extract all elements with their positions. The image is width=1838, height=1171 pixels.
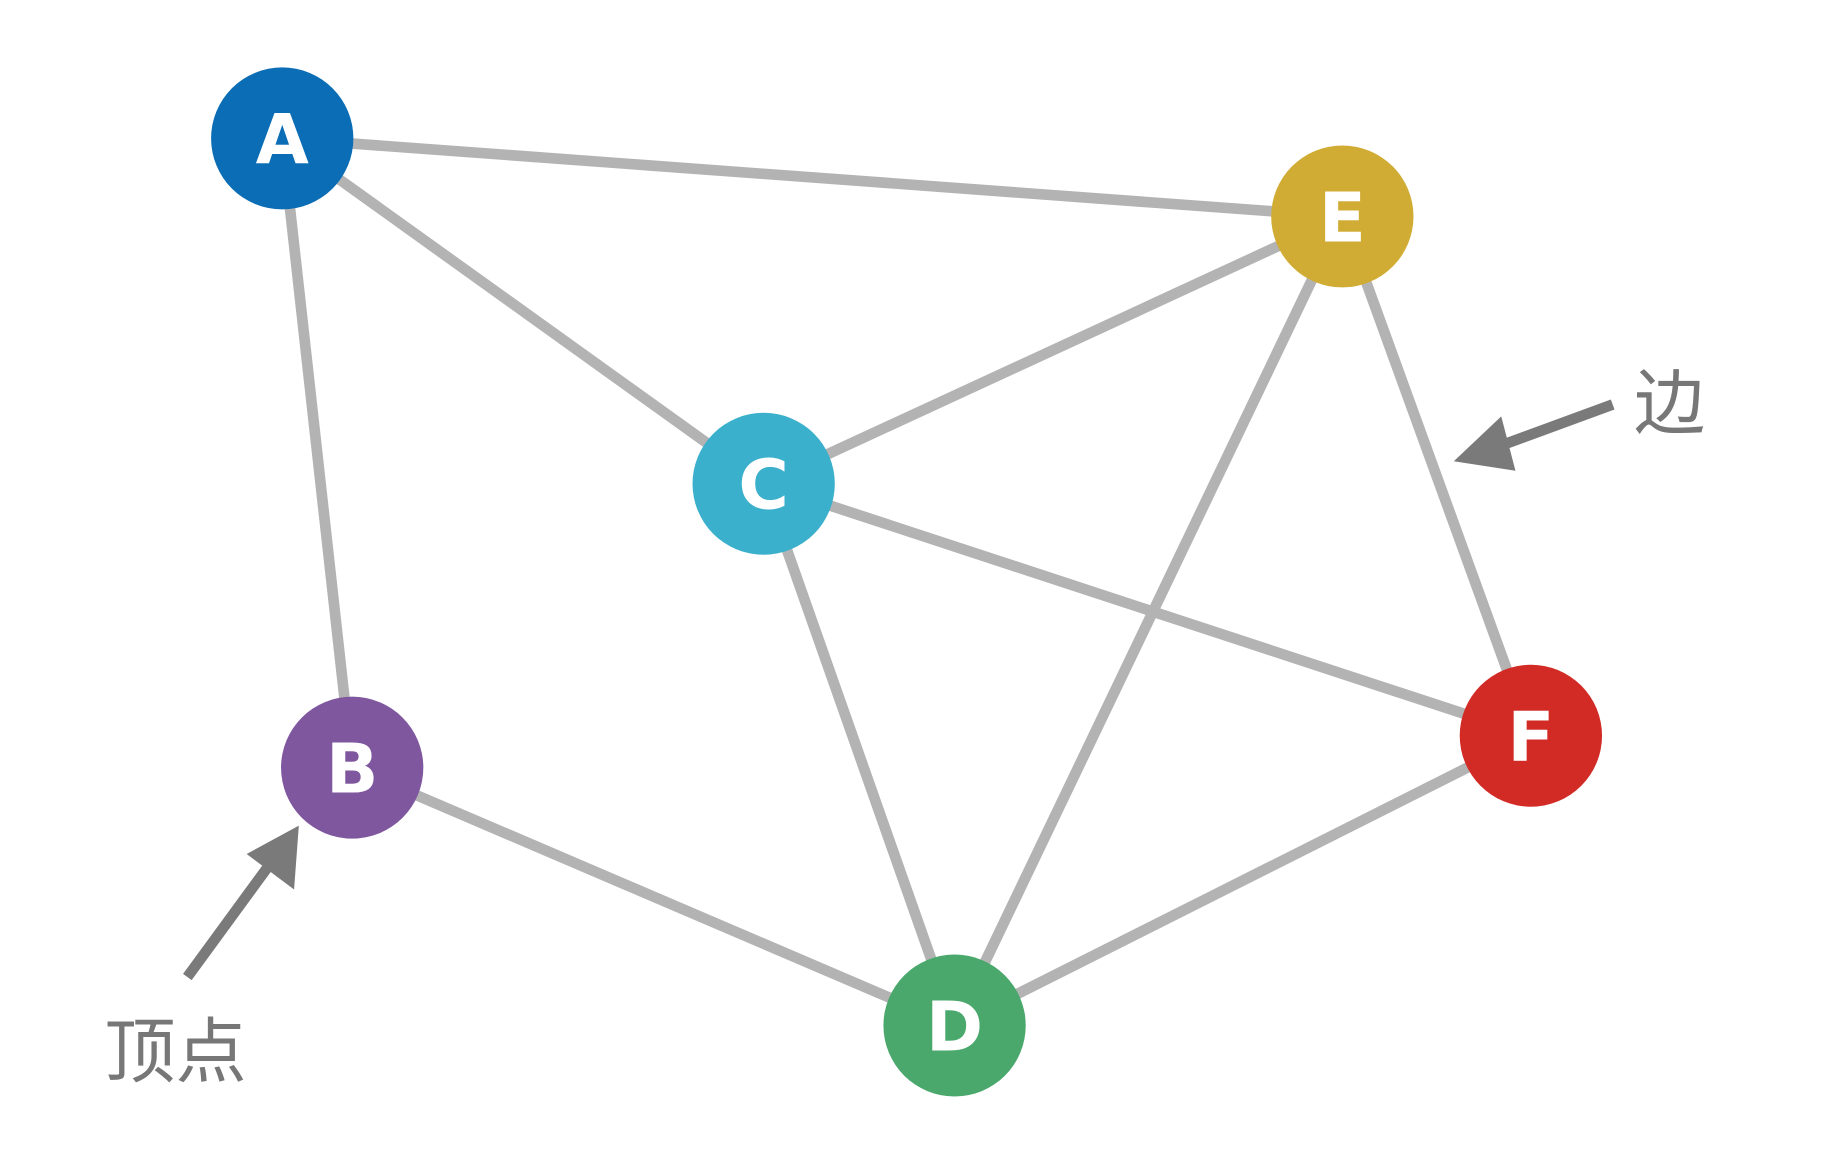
node-label: B	[326, 730, 378, 810]
edge-arrow	[1494, 399, 1615, 453]
node-label: D	[926, 987, 983, 1067]
node-label: A	[256, 100, 309, 180]
node-B: B	[281, 696, 424, 839]
node-D: D	[883, 954, 1026, 1097]
edge-C-D	[758, 478, 960, 1031]
vertex-label: 顶点	[104, 1010, 246, 1093]
edges	[276, 133, 1537, 1031]
node-circle	[281, 696, 424, 839]
vertex-arrow	[183, 860, 275, 981]
edge-label: 边	[1634, 362, 1705, 445]
node-label: F	[1507, 698, 1554, 778]
edge-C-F	[758, 478, 1537, 742]
node-A: A	[211, 67, 354, 210]
vertex-annotation: 顶点	[104, 825, 299, 1093]
node-circle	[1271, 145, 1414, 288]
edge-E-F	[1336, 211, 1537, 742]
node-label: E	[1319, 178, 1366, 258]
edge-arrowhead-icon	[1453, 416, 1516, 471]
edge-D-F	[949, 730, 1537, 1031]
node-circle	[883, 954, 1026, 1097]
edge-A-B	[276, 133, 358, 773]
node-label: C	[738, 446, 788, 526]
edge-E-D	[949, 211, 1348, 1031]
vertex-arrowhead-icon	[246, 825, 299, 890]
edge-C-E	[758, 211, 1348, 490]
edge-annotation: 边	[1453, 362, 1705, 471]
node-circle	[1459, 664, 1603, 807]
node-E: E	[1271, 145, 1414, 288]
node-circle	[211, 67, 354, 210]
edge-B-D	[346, 762, 960, 1031]
edge-A-C	[276, 133, 769, 490]
edge-A-E	[276, 133, 1348, 222]
nodes: A B C D E F	[211, 67, 1603, 1097]
node-circle	[692, 412, 835, 555]
node-C: C	[692, 412, 835, 555]
node-F: F	[1459, 664, 1603, 807]
